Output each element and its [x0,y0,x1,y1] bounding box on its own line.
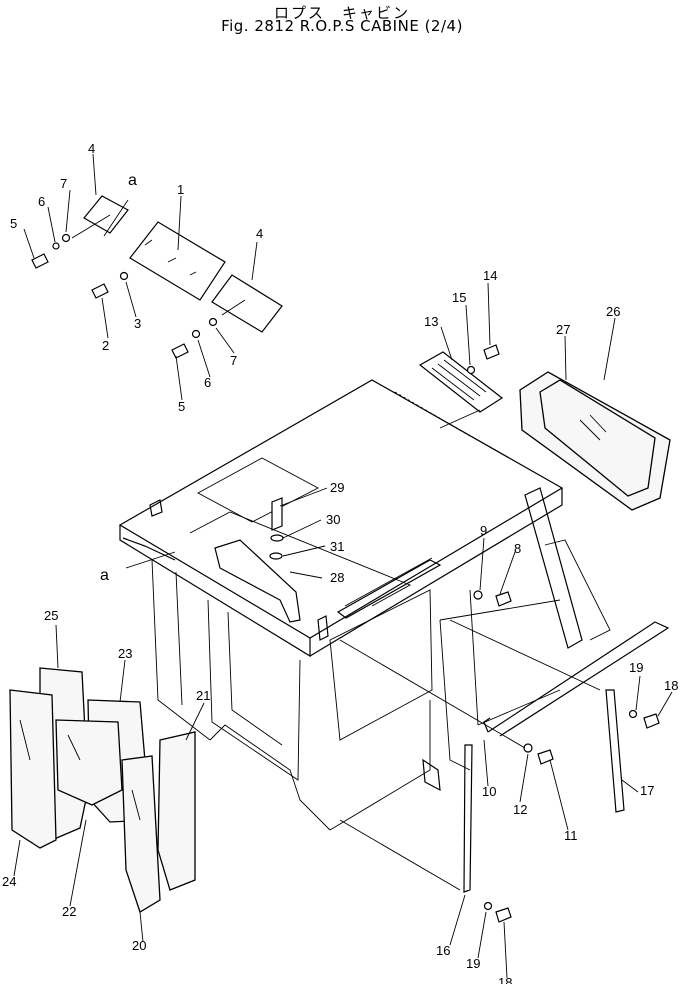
diagram-subtitle-jp: ロプス キャビン [273,4,410,22]
callout-12: 12 [513,802,527,817]
side-window-panes [9,667,196,913]
callout-19-bottom: 19 [466,956,480,971]
callout-5-upper: 5 [10,216,17,231]
callout-2: 2 [102,338,109,353]
callout-14: 14 [483,268,497,283]
callout-28: 28 [330,570,344,585]
callout-18-bottom: 18 [498,975,512,984]
handrail-rods [339,590,670,923]
callout-6-upper: 6 [38,194,45,209]
ref-a-left-label: a [100,567,109,584]
callout-1: 1 [177,182,184,197]
callout-30: 30 [326,512,340,527]
callout-7-lower: 7 [230,353,237,368]
callout-18-right: 18 [664,678,678,693]
callout-6-lower: 6 [204,375,211,390]
roof-vent-assembly [418,344,504,429]
callout-20: 20 [132,938,146,953]
callout-15: 15 [452,290,466,305]
callout-19-right: 19 [629,660,643,675]
callout-9: 9 [480,523,487,538]
callout-24: 24 [2,874,16,889]
cab-body [118,379,611,831]
callout-13: 13 [424,314,438,329]
callout-29: 29 [330,480,344,495]
callout-21: 21 [196,688,210,703]
callout-4-left: 4 [88,141,95,156]
callout-11: 11 [564,828,578,843]
rear-window-assembly [519,371,671,511]
callout-labels: a a 1 2 3 4 4 5 5 6 6 7 7 8 9 10 11 12 1… [2,141,678,984]
diagram-title: Fig. 2812 R.O.P.S CABINE (2/4) [221,17,463,35]
callout-27: 27 [556,322,570,337]
callout-5-lower: 5 [178,399,185,414]
callout-16: 16 [436,943,450,958]
callout-4-right: 4 [256,226,263,241]
callout-25: 25 [44,608,58,623]
roof-hatch-hardware [214,497,301,623]
ref-a-top-label: a [128,172,137,189]
front-panel-assembly [31,195,283,359]
callout-23: 23 [118,646,132,661]
callout-10: 10 [482,784,496,799]
callout-3: 3 [134,316,141,331]
callout-8: 8 [514,541,521,556]
callout-26: 26 [606,304,620,319]
callout-22: 22 [62,904,76,919]
leader-lines [13,153,673,979]
callout-7-upper: 7 [60,176,67,191]
callout-17: 17 [640,783,654,798]
callout-31: 31 [330,539,344,554]
